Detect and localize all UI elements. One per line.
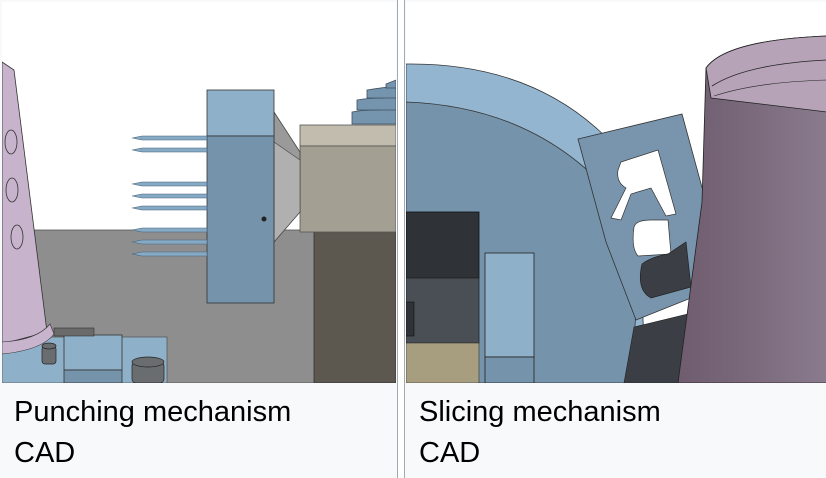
punching-mechanism-image[interactable] <box>2 2 396 383</box>
slicing-cad-render <box>406 2 826 383</box>
punch-pins <box>131 135 208 257</box>
screw-hole <box>261 216 267 222</box>
caption-text: CAD <box>419 437 481 469</box>
screws <box>41 342 165 383</box>
caption-text: Punching mechanism <box>14 396 292 428</box>
gallery-item-slicing: Slicing mechanism CAD <box>404 0 826 478</box>
cup-shape <box>2 61 55 355</box>
caption-slicing: Slicing mechanism CAD <box>419 392 661 474</box>
gallery-item-punching: Punching mechanism CAD <box>0 0 398 478</box>
cup-shape <box>677 35 826 383</box>
gear-shape <box>351 79 396 125</box>
caption-text: CAD <box>14 437 76 469</box>
punching-cad-render <box>2 2 396 383</box>
caption-text: Slicing mechanism <box>419 396 661 428</box>
slicing-blade <box>577 113 707 321</box>
caption-punching: Punching mechanism CAD <box>14 392 291 474</box>
slicing-mechanism-image[interactable] <box>406 2 826 383</box>
